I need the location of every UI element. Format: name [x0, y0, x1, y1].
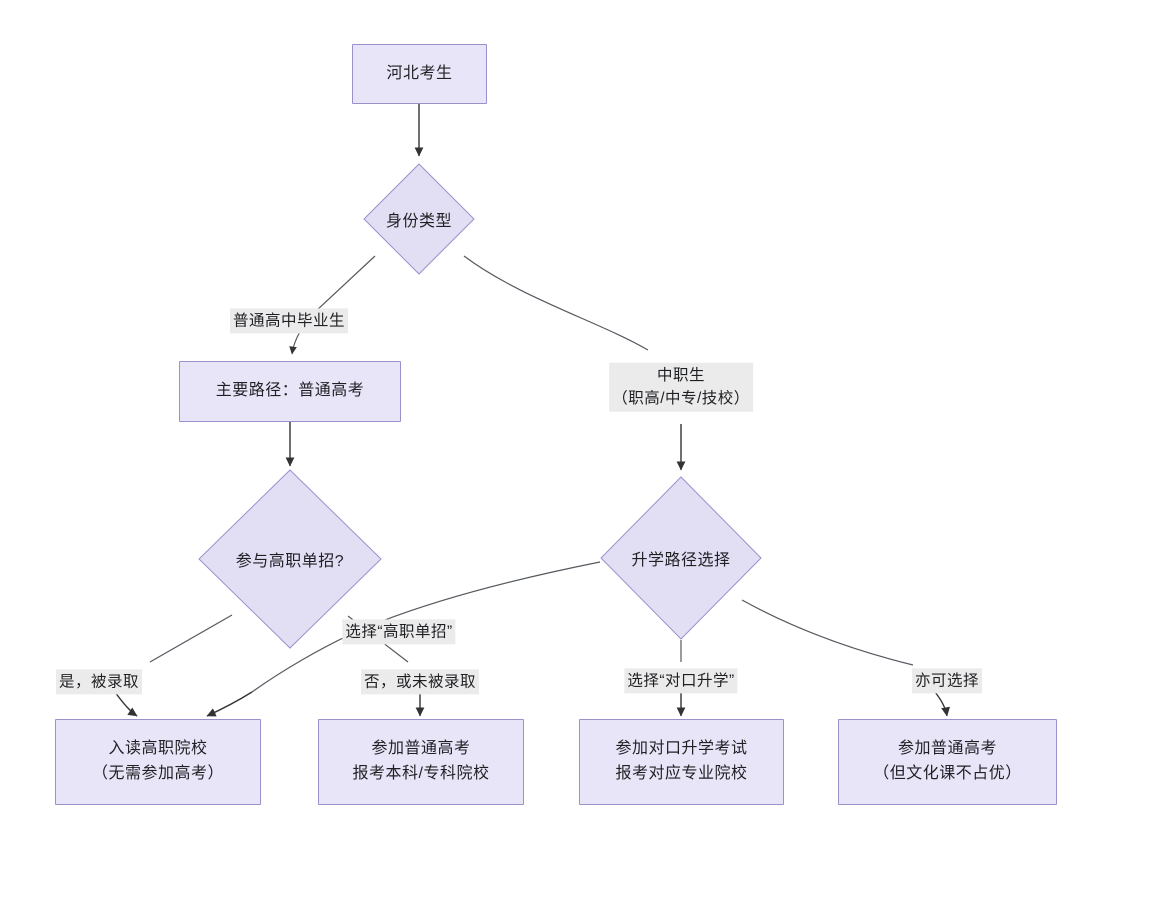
edge-label-also-option: 亦可选择 — [911, 668, 983, 694]
node-enter-vocational[interactable]: 入读高职院校 （无需参加高考） — [55, 719, 261, 805]
diamond-shape-danzhao — [198, 469, 382, 649]
edge-label-no-or-not-admitted-text: 否，或未被录取 — [363, 673, 477, 691]
edge-label-also-option-text: 亦可选择 — [914, 672, 980, 690]
edge-label-vocational-student-line2: （职高/中专/技校） — [612, 390, 750, 407]
node-path-choice[interactable]: 升学路径选择 — [600, 476, 762, 640]
node-duikou-exam[interactable]: 参加对口升学考试 报考对应专业院校 — [579, 719, 784, 805]
edge-label-regular-hs-graduate-text: 普通高中毕业生 — [232, 312, 346, 330]
edge-pathchoice-to-vocational-tail — [206, 691, 253, 717]
edge-danzhao-yes-tail — [114, 691, 138, 717]
node-gaokao-disadvantage[interactable]: 参加普通高考 （但文化课不占优） — [838, 719, 1057, 805]
edge-label-choose-duikou-text: 选择“对口升学” — [627, 672, 735, 690]
node-take-gaokao-bk-line1: 参加普通高考 — [371, 740, 471, 758]
node-take-gaokao-bk-line2: 报考本科/专科院校 — [352, 765, 490, 782]
node-duikou-exam-line1: 参加对口升学考试 — [615, 740, 748, 758]
edge-label-no-or-not-admitted: 否，或未被录取 — [360, 669, 480, 695]
node-gaokao-disadvantage-line2: （但文化课不占优） — [873, 765, 1022, 782]
node-duikou-exam-line2: 报考对应专业院校 — [615, 765, 748, 782]
edge-label-vocational-student-line1: 中职生 — [656, 366, 705, 384]
node-enter-vocational-line1: 入读高职院校 — [108, 740, 208, 758]
diamond-shape-identity — [363, 163, 475, 275]
edge-label-vocational-student: 中职生 （职高/中专/技校） — [609, 362, 753, 412]
node-take-gaokao-bk[interactable]: 参加普通高考 报考本科/专科院校 — [318, 719, 524, 805]
node-identity-type-label: 身份类型 — [385, 213, 452, 230]
edge-label-yes-admitted-text: 是，被录取 — [58, 673, 140, 691]
node-main-path-gaokao[interactable]: 主要路径：普通高考 — [179, 361, 401, 422]
edge-pathchoice-to-gaokao-dis — [741, 599, 914, 666]
node-identity-type[interactable]: 身份类型 — [363, 163, 475, 275]
node-main-path-gaokao-label: 主要路径：普通高考 — [215, 382, 365, 400]
edge-label-choose-danzhao-text: 选择“高职单招” — [345, 623, 453, 641]
node-path-choice-label: 升学路径选择 — [631, 552, 731, 569]
node-join-danzhao-label: 参与高职单招? — [235, 553, 345, 570]
node-start[interactable]: 河北考生 — [352, 44, 487, 104]
diamond-shape-path-choice — [600, 476, 762, 640]
edge-label-yes-admitted: 是，被录取 — [55, 669, 143, 695]
node-gaokao-disadvantage-line1: 参加普通高考 — [897, 740, 997, 758]
edge-danzhao-yes — [149, 614, 233, 663]
edge-pathchoice-to-gaokao-dis-tail — [934, 691, 950, 717]
edge-label-regular-hs-graduate: 普通高中毕业生 — [229, 308, 349, 334]
node-join-danzhao[interactable]: 参与高职单招? — [198, 469, 382, 649]
node-enter-vocational-line2: （无需参加高考） — [91, 765, 224, 782]
edge-label-choose-danzhao: 选择“高职单招” — [342, 619, 456, 645]
node-start-label: 河北考生 — [386, 64, 453, 82]
edge-identity-to-path-choice — [463, 255, 649, 351]
edge-label-choose-duikou: 选择“对口升学” — [624, 668, 738, 694]
